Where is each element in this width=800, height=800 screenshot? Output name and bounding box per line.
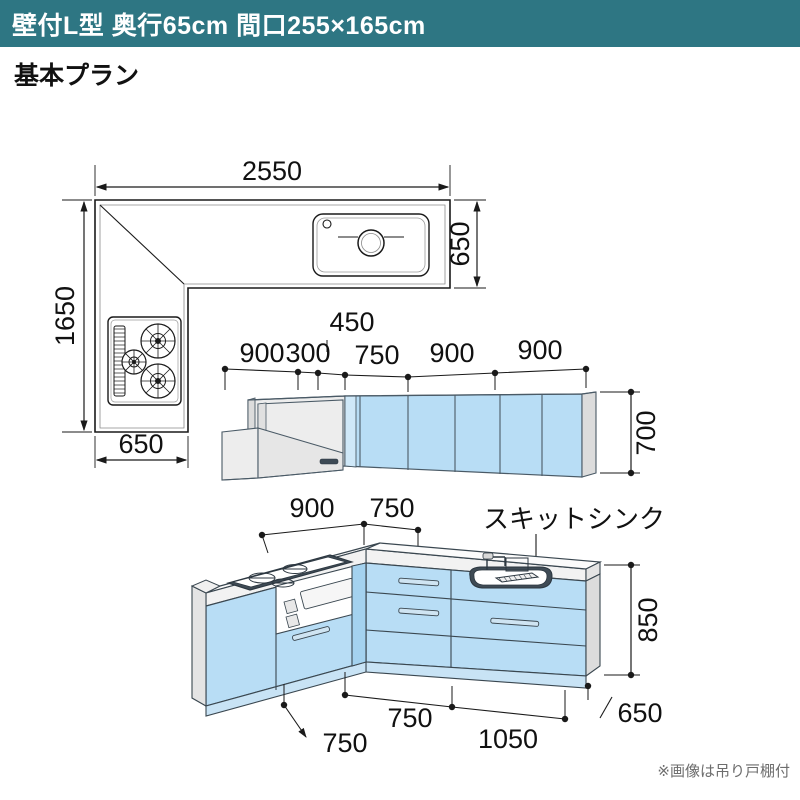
burner-small [121, 349, 147, 375]
dim-persp-750: 750 [369, 493, 414, 523]
burner-grate [248, 564, 308, 588]
dim-wall-900c: 900 [517, 335, 562, 365]
drawer-handle [398, 577, 440, 587]
dim-wall-300: 300 [285, 338, 330, 368]
dim-bottom-750a: 750 [322, 728, 367, 758]
range-hood [221, 399, 344, 481]
dim-wall-900a: 900 [239, 338, 284, 368]
burner-rear [140, 323, 176, 359]
dim-wall-750: 750 [354, 340, 399, 370]
dim-plan-depth-right: 650 [445, 199, 486, 289]
dim-wall-height: 700 [600, 388, 661, 477]
dim-bottom-650: 650 [617, 698, 662, 728]
footnote: ※画像は吊り戸棚付 [657, 763, 790, 780]
plan-view-group: 2550 650 1650 650 [50, 156, 486, 468]
persp-bottom-dims: 750 750 1050 650 [280, 672, 663, 758]
page-title: 壁付L型 奥行65cm 間口255×165cm [12, 11, 426, 40]
dim-persp-900: 900 [289, 493, 334, 523]
perspective-view-group: 900 750 スキットシンク [190, 493, 665, 758]
plan-sink [312, 213, 430, 277]
burner-front [140, 363, 176, 399]
wall-cabinet-group: 900 300 450 750 900 900 [221, 307, 661, 481]
dish-rack [494, 557, 540, 583]
dim-850: 850 [633, 597, 663, 642]
sink-callout: スキットシンク [483, 504, 665, 566]
subtitle: 基本プラン [14, 62, 140, 90]
dim-bottom-750b: 750 [387, 703, 432, 733]
dim-650-right: 650 [445, 221, 475, 266]
dim-wall-900b: 900 [429, 338, 474, 368]
dim-plan-depth-left: 650 [94, 429, 189, 468]
perspective-cooktop [226, 554, 354, 591]
sink-callout-label: スキットシンク [483, 504, 665, 534]
plan-cooktop [107, 316, 182, 406]
dim-plan-height-left: 1650 [50, 199, 92, 433]
wall-cabinet-dim-chain: 900 300 450 750 900 900 [221, 307, 590, 392]
persp-top-dims: 900 750 [258, 493, 422, 554]
dim-650-bottom: 650 [118, 429, 163, 459]
dim-2550: 2550 [242, 156, 302, 186]
dim-persp-height: 850 [604, 561, 663, 679]
drawer-handle [490, 617, 540, 627]
drawer-handle [291, 626, 330, 641]
hood-switch [319, 458, 339, 465]
dim-plan-width: 2550 [94, 156, 451, 196]
dim-wall-450: 450 [329, 307, 374, 337]
dim-1650: 1650 [50, 286, 80, 346]
dim-bottom-1050: 1050 [478, 724, 538, 754]
perspective-sink [469, 552, 553, 589]
drawer-handle [398, 607, 440, 617]
title-bar: 壁付L型 奥行65cm 間口255×165cm [0, 0, 800, 47]
base-cabinet-right-run [365, 542, 603, 689]
dim-700: 700 [631, 410, 661, 455]
